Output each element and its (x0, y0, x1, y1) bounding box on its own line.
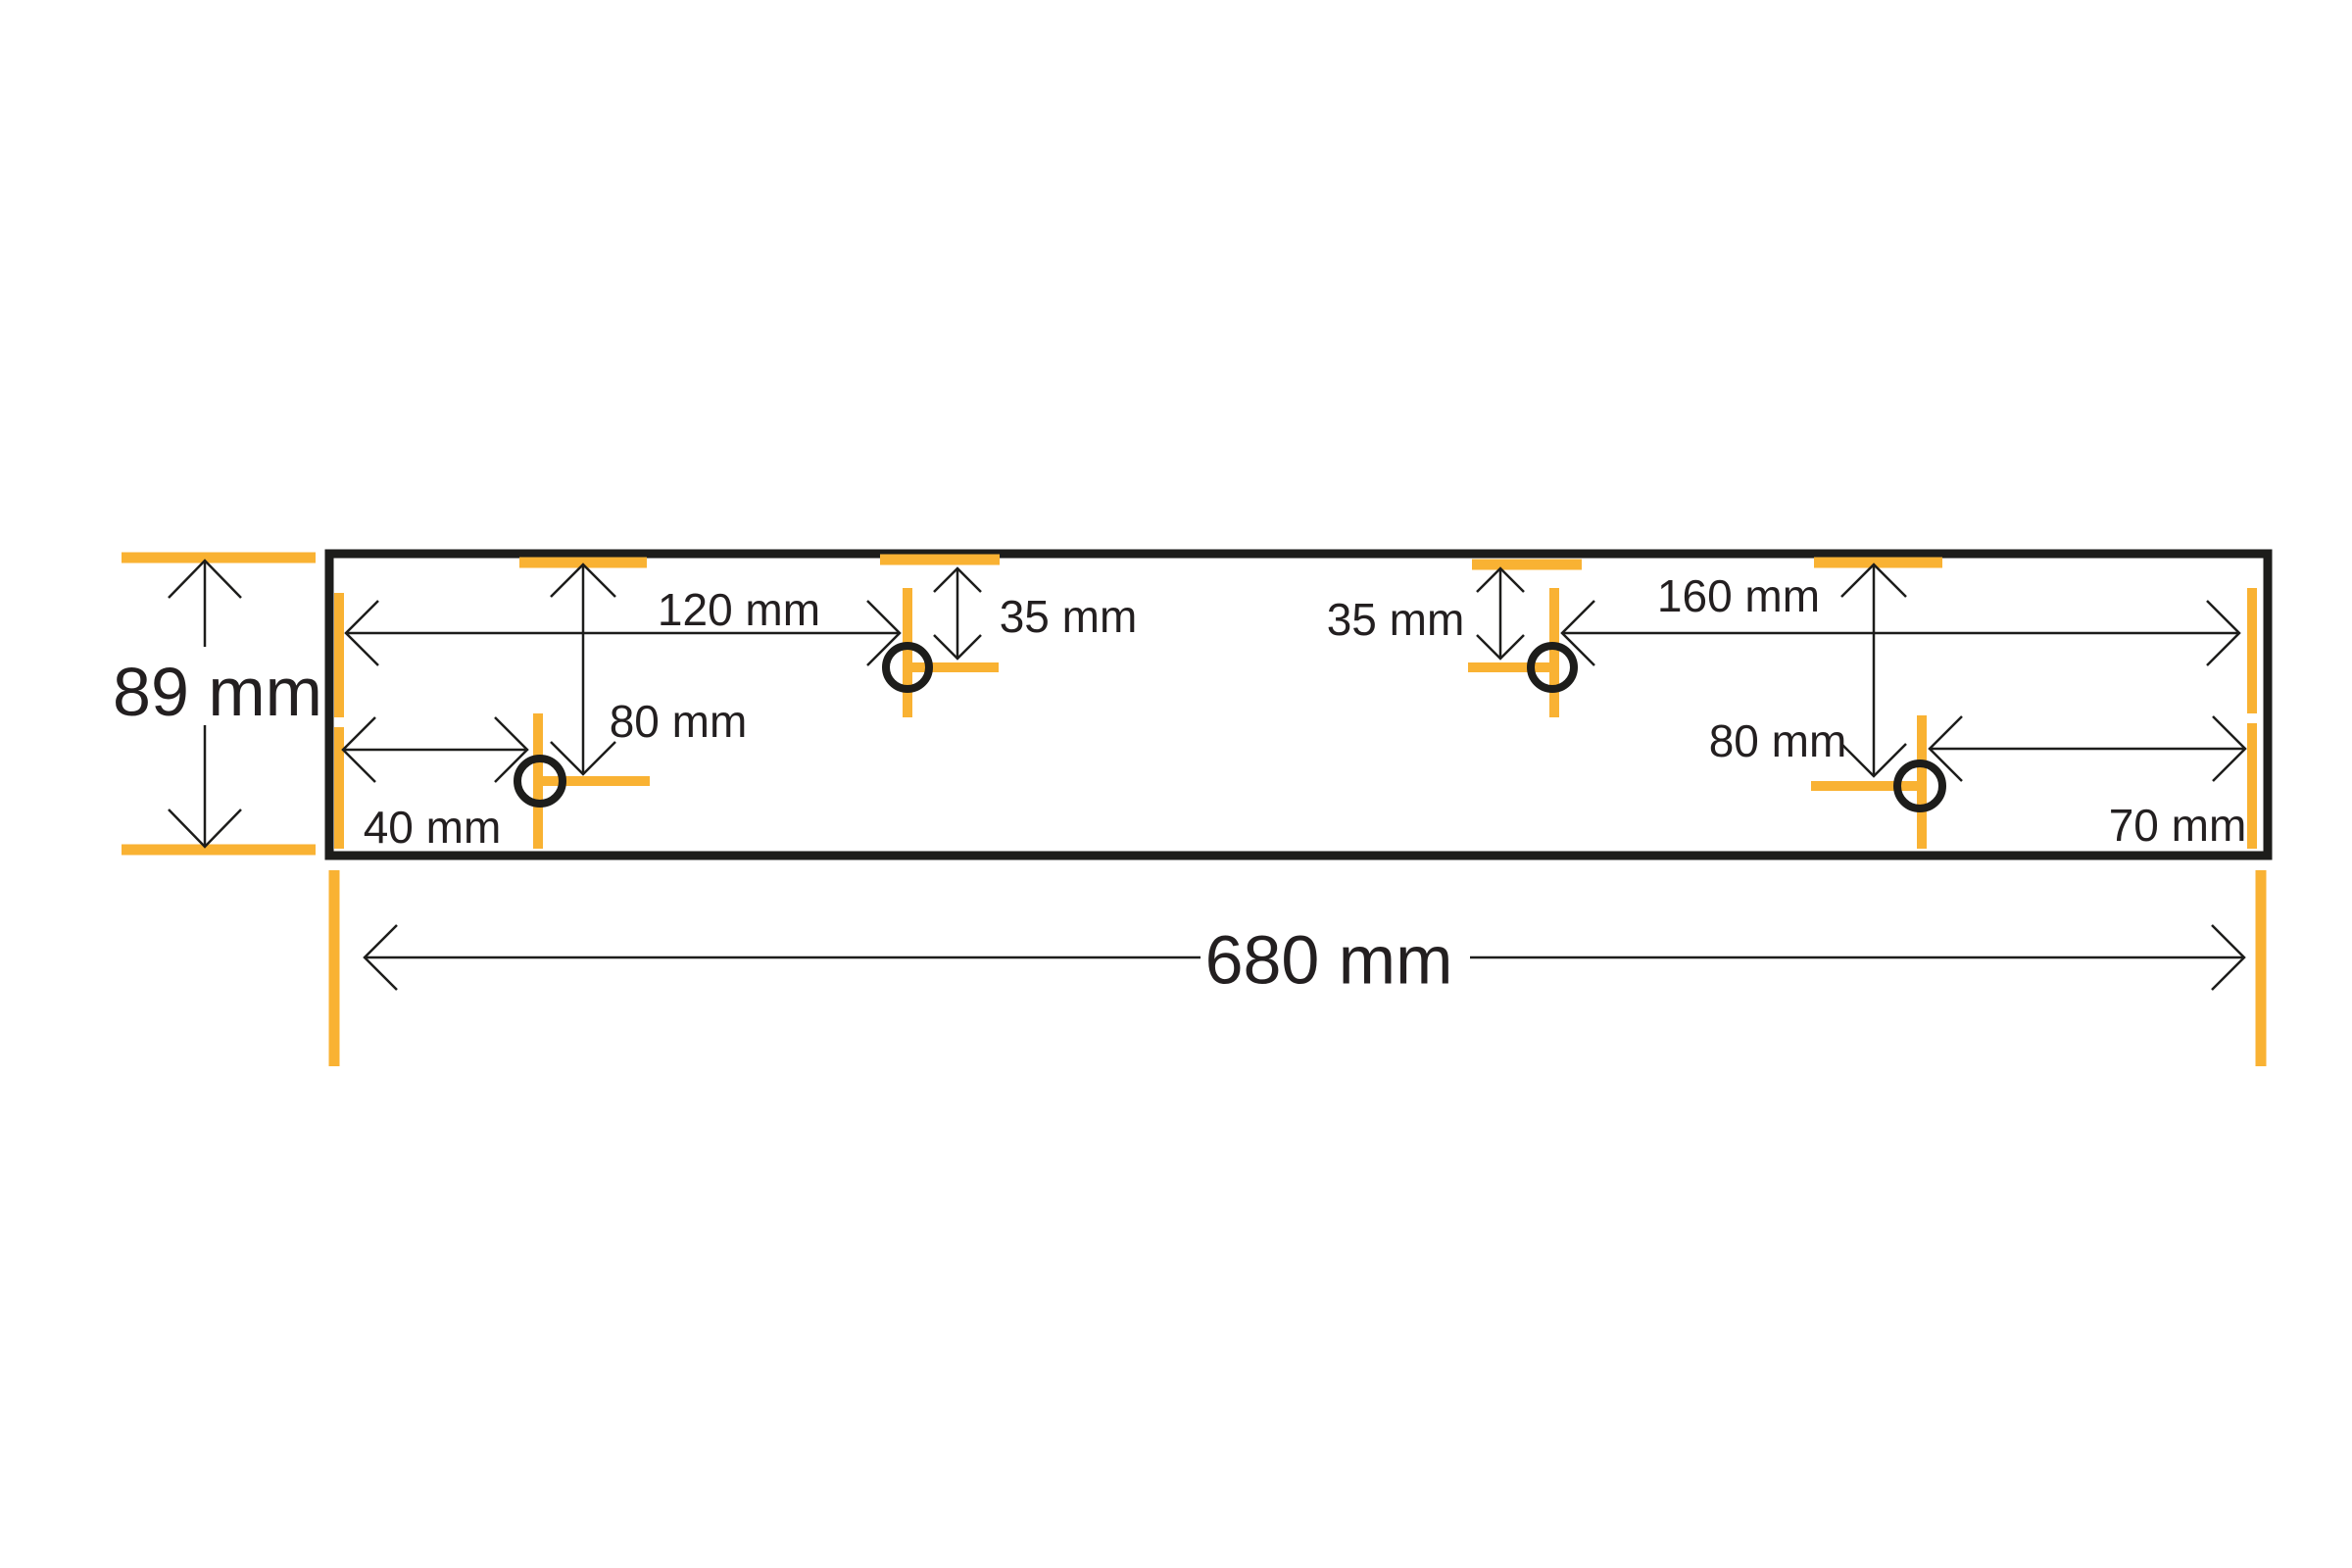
hole-1-left-label: 40 mm (364, 802, 502, 853)
hole-1-top-label: 80 mm (610, 696, 748, 747)
height-label: 89 mm (113, 654, 322, 730)
hole-2-group: 120 mm 35 mm (344, 554, 1138, 717)
hole-3 (1527, 642, 1578, 693)
hole-1-group: 40 mm 80 mm (341, 557, 748, 853)
hole-4-top-label: 80 mm (1709, 715, 1847, 766)
hole-2-top-arrow-end (933, 634, 982, 661)
hole-3-right-arrow-end (2206, 600, 2241, 666)
hole-4-right-label: 70 mm (2109, 800, 2247, 851)
hole-2 (882, 642, 933, 693)
width-dimension: 680 mm (328, 870, 2267, 1066)
hole-2-left-arrow-end (866, 600, 902, 666)
width-arrow-right (2211, 924, 2246, 991)
hole-3-right-label: 160 mm (1657, 570, 1820, 621)
hole-4-top-arrow-end (1840, 743, 1907, 778)
hole-3-group: 35 mm 160 mm (1327, 559, 2241, 717)
hole-3-top-label: 35 mm (1327, 594, 1465, 645)
hole-1-top-arrow-start (550, 563, 616, 598)
hole-1-left-arrow-end (494, 716, 529, 783)
hole-1-left-arrow-start (341, 716, 376, 783)
hole-2-left-arrow-start (344, 600, 379, 666)
hole-3-right-arrow-start (1560, 600, 1595, 666)
width-arrow-left (363, 924, 398, 991)
hole-4-top-arrow-start (1840, 563, 1907, 598)
hole-4-group: 80 mm 70 mm (1709, 557, 2247, 851)
hole-2-top-arrow-start (933, 566, 982, 593)
height-arrow-bottom (168, 808, 242, 849)
hole-1-top-arrow-end (550, 741, 616, 776)
width-label: 680 mm (1205, 921, 1453, 998)
hole-3-top-arrow-end (1476, 634, 1525, 661)
height-dimension: 89 mm (113, 552, 322, 856)
board-outline (324, 549, 2273, 860)
hole-4-right-arrow-start (1928, 715, 1963, 782)
height-arrow-top (168, 559, 242, 599)
hole-4 (1893, 760, 1946, 812)
hole-2-left-label: 120 mm (658, 584, 820, 635)
hole-2-top-label: 35 mm (1000, 591, 1138, 642)
hole-4-right-arrow-end (2212, 715, 2247, 782)
hole-3-top-arrow-start (1476, 566, 1525, 593)
hole-1 (514, 755, 566, 808)
